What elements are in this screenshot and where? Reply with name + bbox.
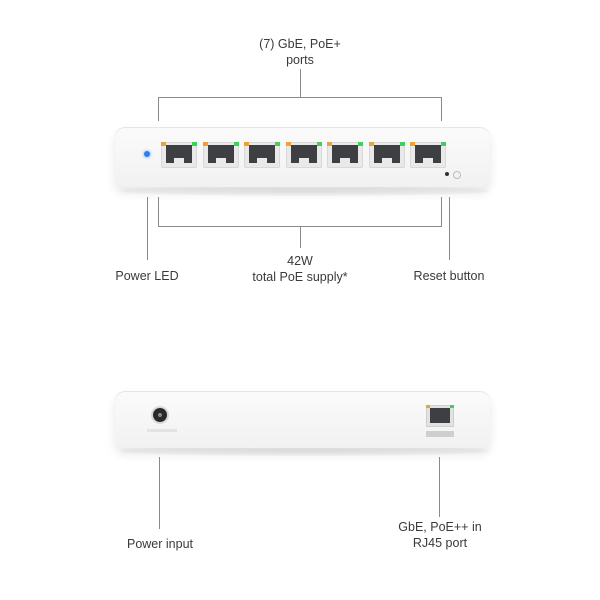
port-led-green xyxy=(399,142,405,146)
reset-button-icon[interactable] xyxy=(445,172,449,176)
poe-bracket-center-tick xyxy=(300,226,301,248)
poe-bracket-left-tick xyxy=(158,197,159,226)
poe-supply-line2: total PoE supply* xyxy=(252,270,348,284)
ports-label-line1: (7) GbE, PoE+ xyxy=(259,37,341,51)
uplink-port-tag xyxy=(426,431,454,437)
port-jack xyxy=(415,145,441,163)
uplink-rj45-port-icon[interactable] xyxy=(426,405,454,427)
port-jack xyxy=(249,145,275,163)
uplink-jack xyxy=(430,408,450,423)
port-jack xyxy=(166,145,192,163)
ports-bracket-horizontal xyxy=(158,97,442,98)
power-led-label: Power LED xyxy=(115,269,179,283)
ports-label-line2: ports xyxy=(286,53,314,67)
reset-mark-icon xyxy=(453,171,461,179)
switch-back-panel xyxy=(115,391,490,448)
poe-bracket-right-tick xyxy=(441,197,442,226)
port-led-amber xyxy=(161,142,166,146)
poe-supply-line1: 42W xyxy=(287,254,313,268)
uplink-label-line2: RJ45 port xyxy=(412,536,468,550)
port-led-green xyxy=(358,142,363,146)
port-led-green xyxy=(192,142,197,146)
port-led-green xyxy=(316,142,322,146)
port-led-amber xyxy=(202,142,208,146)
power-input-label: Power input xyxy=(126,537,193,551)
uplink-led-amber xyxy=(426,405,430,408)
port-led-green xyxy=(275,142,280,146)
ports-bracket-right-tick xyxy=(441,97,442,121)
port-jack xyxy=(332,145,358,163)
port-led-amber xyxy=(368,142,374,146)
port-led-amber xyxy=(244,142,249,146)
ports-label: (7) GbE, PoE+ ports xyxy=(230,36,370,68)
poe-port-2-icon[interactable] xyxy=(202,142,239,168)
poe-supply-label: 42W total PoE supply* xyxy=(220,253,380,285)
poe-port-1-icon[interactable] xyxy=(161,142,197,168)
reset-button-pointer xyxy=(449,197,450,260)
port-led-amber xyxy=(285,142,291,146)
back-device-shadow xyxy=(120,446,490,456)
power-led-icon xyxy=(144,151,150,157)
port-led-amber xyxy=(410,142,415,146)
port-led-green xyxy=(233,142,239,146)
ports-bracket-left-tick xyxy=(158,97,159,121)
port-jack xyxy=(207,145,234,163)
power-input-jack-icon[interactable] xyxy=(153,408,167,422)
power-led-pointer xyxy=(147,197,148,260)
switch-front-panel xyxy=(115,127,490,187)
uplink-led-green xyxy=(450,405,454,408)
uplink-pointer xyxy=(439,457,440,517)
front-device-shadow xyxy=(120,186,490,196)
ports-bracket-center-tick xyxy=(300,69,301,97)
poe-port-7-icon[interactable] xyxy=(410,142,446,168)
port-led-green xyxy=(441,142,446,146)
poe-port-3-icon[interactable] xyxy=(244,142,280,168)
dc-rating-mark xyxy=(147,429,177,432)
port-jack xyxy=(290,145,317,163)
port-jack xyxy=(373,145,400,163)
port-led-amber xyxy=(327,142,332,146)
uplink-label-line1: GbE, PoE++ in xyxy=(398,520,482,534)
uplink-port-label: GbE, PoE++ in RJ45 port xyxy=(380,519,500,551)
poe-port-6-icon[interactable] xyxy=(368,142,405,168)
poe-port-5-icon[interactable] xyxy=(327,142,363,168)
reset-button-label: Reset button xyxy=(413,269,485,283)
poe-port-4-icon[interactable] xyxy=(285,142,322,168)
power-input-pointer xyxy=(159,457,160,529)
